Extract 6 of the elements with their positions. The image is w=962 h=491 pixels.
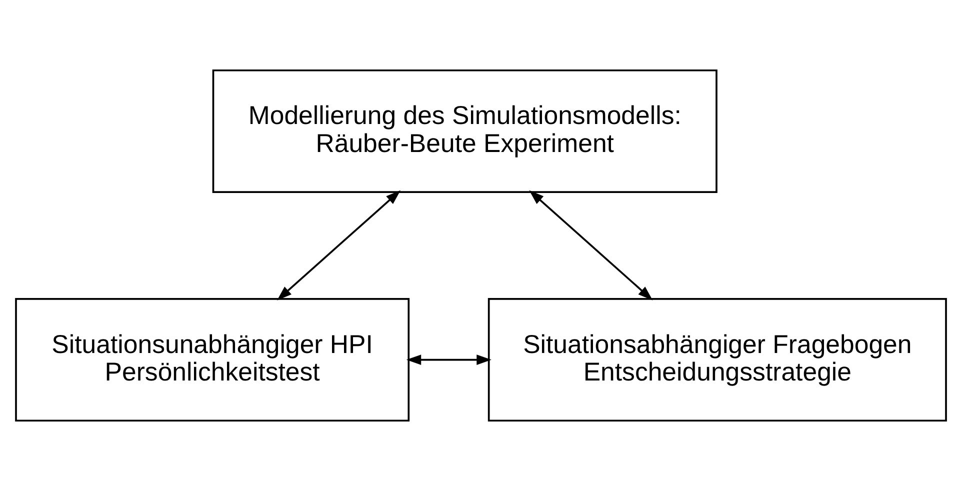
arrow <box>406 354 492 365</box>
arrow <box>277 190 401 300</box>
node-box: Situationsunabhängiger HPI Persönlichkeitstest <box>15 298 410 422</box>
arrow <box>529 190 653 300</box>
node-box: Modellierung des Simulationsmodells: Räuber-Beute Experiment <box>212 69 718 193</box>
node-box: Situationsabhängiger Fragebogen Entscheidungsstrategie <box>488 298 947 422</box>
